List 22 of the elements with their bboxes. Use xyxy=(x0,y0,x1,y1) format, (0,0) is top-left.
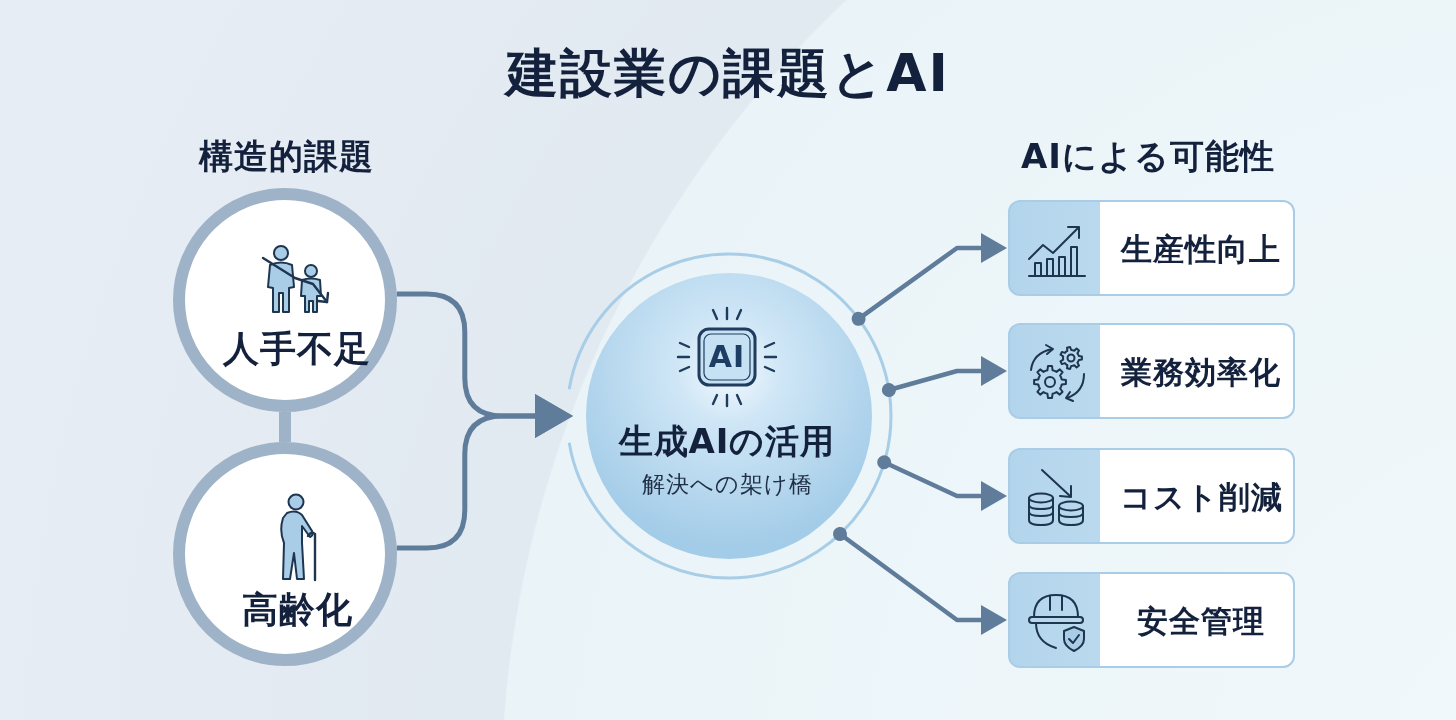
hub-subtitle: 解決への架け橋 xyxy=(641,470,813,498)
benefit-label: 業務効率化 xyxy=(1121,355,1281,391)
issue-label: 高齢化 xyxy=(241,589,353,631)
arrow xyxy=(396,394,573,551)
column-heading: 構造的課題 xyxy=(198,137,374,177)
arrow xyxy=(877,455,1007,511)
arrow xyxy=(881,356,1007,397)
benefit-card xyxy=(1008,323,1295,419)
arrow xyxy=(833,527,1007,635)
chip-label: AI xyxy=(708,339,746,375)
benefit-card xyxy=(1008,448,1295,544)
issue-label: 人手不足 xyxy=(223,328,371,370)
benefit-label: コスト削減 xyxy=(1119,480,1283,516)
benefit-label: 生産性向上 xyxy=(1121,232,1281,268)
column-heading: AIによる可能性 xyxy=(1021,137,1275,177)
arrow xyxy=(851,233,1007,326)
benefit-card xyxy=(1008,572,1295,668)
connector-line xyxy=(279,412,291,442)
benefit-card xyxy=(1008,200,1295,296)
benefit-label: 安全管理 xyxy=(1137,604,1265,640)
hub-title: 生成AIの活用 xyxy=(618,422,836,462)
hub-circle xyxy=(565,252,893,580)
